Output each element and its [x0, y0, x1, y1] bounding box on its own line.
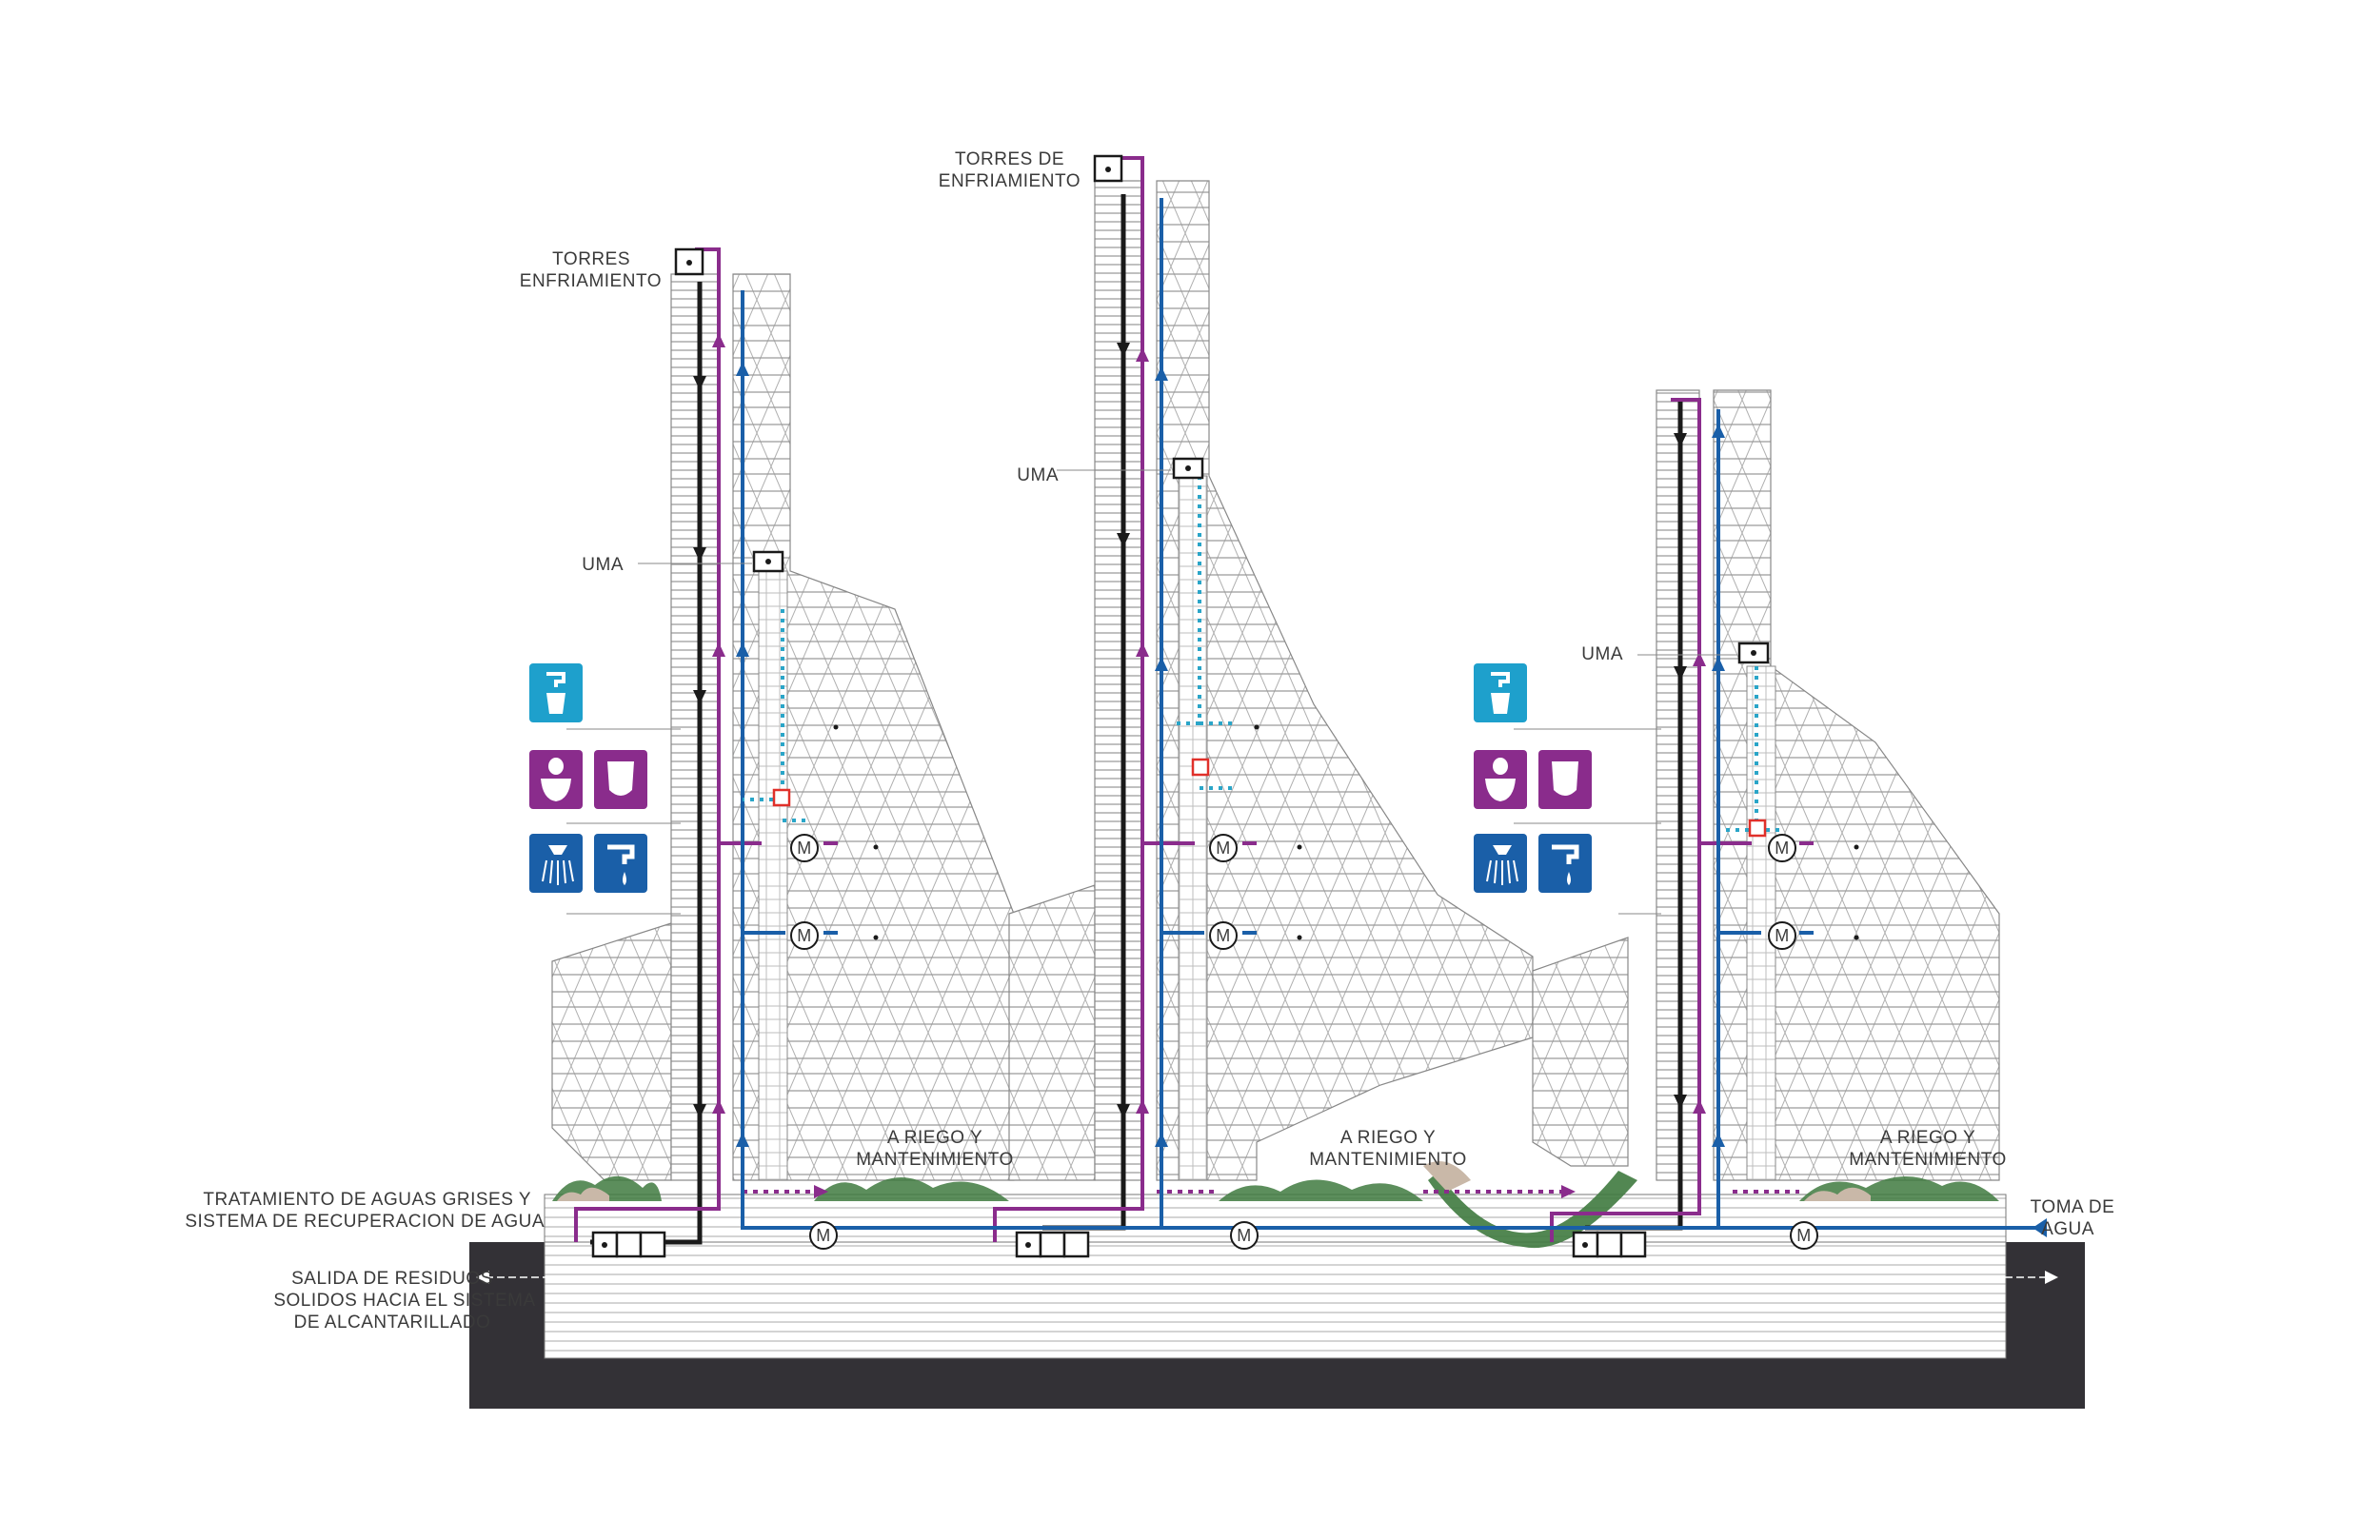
- label-riego-left-2: MANTENIMIENTO: [856, 1150, 1014, 1170]
- label-salida-2: SOLIDOS HACIA EL SISTEMA: [273, 1291, 535, 1311]
- label-uma-right: UMA: [1581, 644, 1623, 664]
- label-riego-center-2: MANTENIMIENTO: [1309, 1150, 1467, 1170]
- treatment-box-c2: [1039, 1231, 1066, 1258]
- motor-base-3: M: [1790, 1221, 1818, 1250]
- svg-text:M: M: [1216, 839, 1231, 858]
- motor-left-2: M: [790, 921, 819, 950]
- valve-right: [1748, 819, 1767, 838]
- label-riego-left-1: A RIEGO Y: [887, 1128, 982, 1148]
- valve-center: [1191, 758, 1210, 777]
- svg-text:M: M: [797, 839, 812, 858]
- shower-icon: [529, 834, 583, 893]
- treatment-box-l3: [639, 1231, 666, 1258]
- label-torres-center-1: TORRES DE: [955, 149, 1064, 169]
- motor-right-1: M: [1768, 834, 1796, 862]
- label-uma-center: UMA: [1017, 465, 1059, 485]
- equipment-boxes: [591, 154, 1770, 1258]
- toilet-icon: [1474, 750, 1527, 809]
- svg-text:M: M: [1216, 926, 1231, 945]
- svg-text:M: M: [816, 1226, 831, 1245]
- motor-right-2: M: [1768, 921, 1796, 950]
- toilet-icon: [529, 750, 583, 809]
- urinal-icon: [1538, 750, 1592, 809]
- label-toma-1: TOMA DE: [2031, 1197, 2115, 1217]
- treatment-box-c3: [1062, 1231, 1090, 1258]
- label-riego-center-1: A RIEGO Y: [1340, 1128, 1436, 1148]
- basement-floors: [544, 1241, 2007, 1359]
- svg-text:M: M: [797, 926, 812, 945]
- icon-set-left: [529, 663, 647, 893]
- label-torres-left-2: ENFRIAMIENTO: [520, 271, 662, 291]
- urinal-icon: [594, 750, 647, 809]
- faucet-icon: [1538, 834, 1592, 893]
- ground-level: [544, 1194, 2007, 1243]
- motor-center-2: M: [1209, 921, 1238, 950]
- foundation: [469, 1194, 2085, 1409]
- treatment-box-r2: [1596, 1231, 1623, 1258]
- label-torres-left-1: TORRES: [552, 249, 630, 269]
- leader-lines: [486, 469, 2047, 1278]
- waste-arrows: [476, 1271, 2058, 1284]
- motors: M M M M M M M M M: [790, 834, 1818, 1250]
- label-torres-center-2: ENFRIAMIENTO: [939, 171, 1081, 191]
- right-building: [1532, 389, 2000, 1181]
- faucet-icon: [594, 834, 647, 893]
- drinking-water-icon: [529, 663, 583, 722]
- svg-text:M: M: [1775, 926, 1790, 945]
- label-salida-1: SALIDA DE RESIDUOS: [291, 1269, 493, 1289]
- svg-text:M: M: [1775, 839, 1790, 858]
- motor-base-2: M: [1230, 1221, 1259, 1250]
- valve-left: [772, 788, 791, 807]
- label-tratamiento-2: SISTEMA DE RECUPERACION DE AGUA: [185, 1212, 545, 1232]
- label-riego-right-1: A RIEGO Y: [1880, 1128, 1975, 1148]
- blue-arrows: [736, 362, 2047, 1237]
- motor-base-1: M: [809, 1221, 838, 1250]
- label-riego-right-2: MANTENIMIENTO: [1849, 1150, 2007, 1170]
- motor-center-1: M: [1209, 834, 1238, 862]
- shower-icon: [1474, 834, 1527, 893]
- purple-recycled-pipes: [574, 156, 1814, 1242]
- left-building: [551, 273, 1015, 1181]
- label-toma-2: AGUA: [2041, 1219, 2094, 1239]
- labels: TORRES ENFRIAMIENTO TORRES DE ENFRIAMIEN…: [185, 149, 2115, 1333]
- label-uma-left: UMA: [582, 555, 624, 575]
- svg-text:M: M: [1237, 1226, 1252, 1245]
- icon-set-right: [1474, 663, 1592, 893]
- treatment-box-r3: [1619, 1231, 1647, 1258]
- drinking-water-icon: [1474, 663, 1527, 722]
- motor-left-1: M: [790, 834, 819, 862]
- black-arrows: [693, 343, 1687, 1118]
- red-valves: [772, 758, 1767, 838]
- treatment-box-l2: [615, 1231, 643, 1258]
- equipment-dots: [602, 167, 1859, 1248]
- center-building: [1008, 180, 1534, 1181]
- label-tratamiento-1: TRATAMIENTO DE AGUAS GRISES Y: [203, 1190, 531, 1210]
- label-salida-3: DE ALCANTARILLADO: [294, 1313, 491, 1333]
- purple-arrows: [712, 333, 1706, 1198]
- svg-text:M: M: [1796, 1226, 1812, 1245]
